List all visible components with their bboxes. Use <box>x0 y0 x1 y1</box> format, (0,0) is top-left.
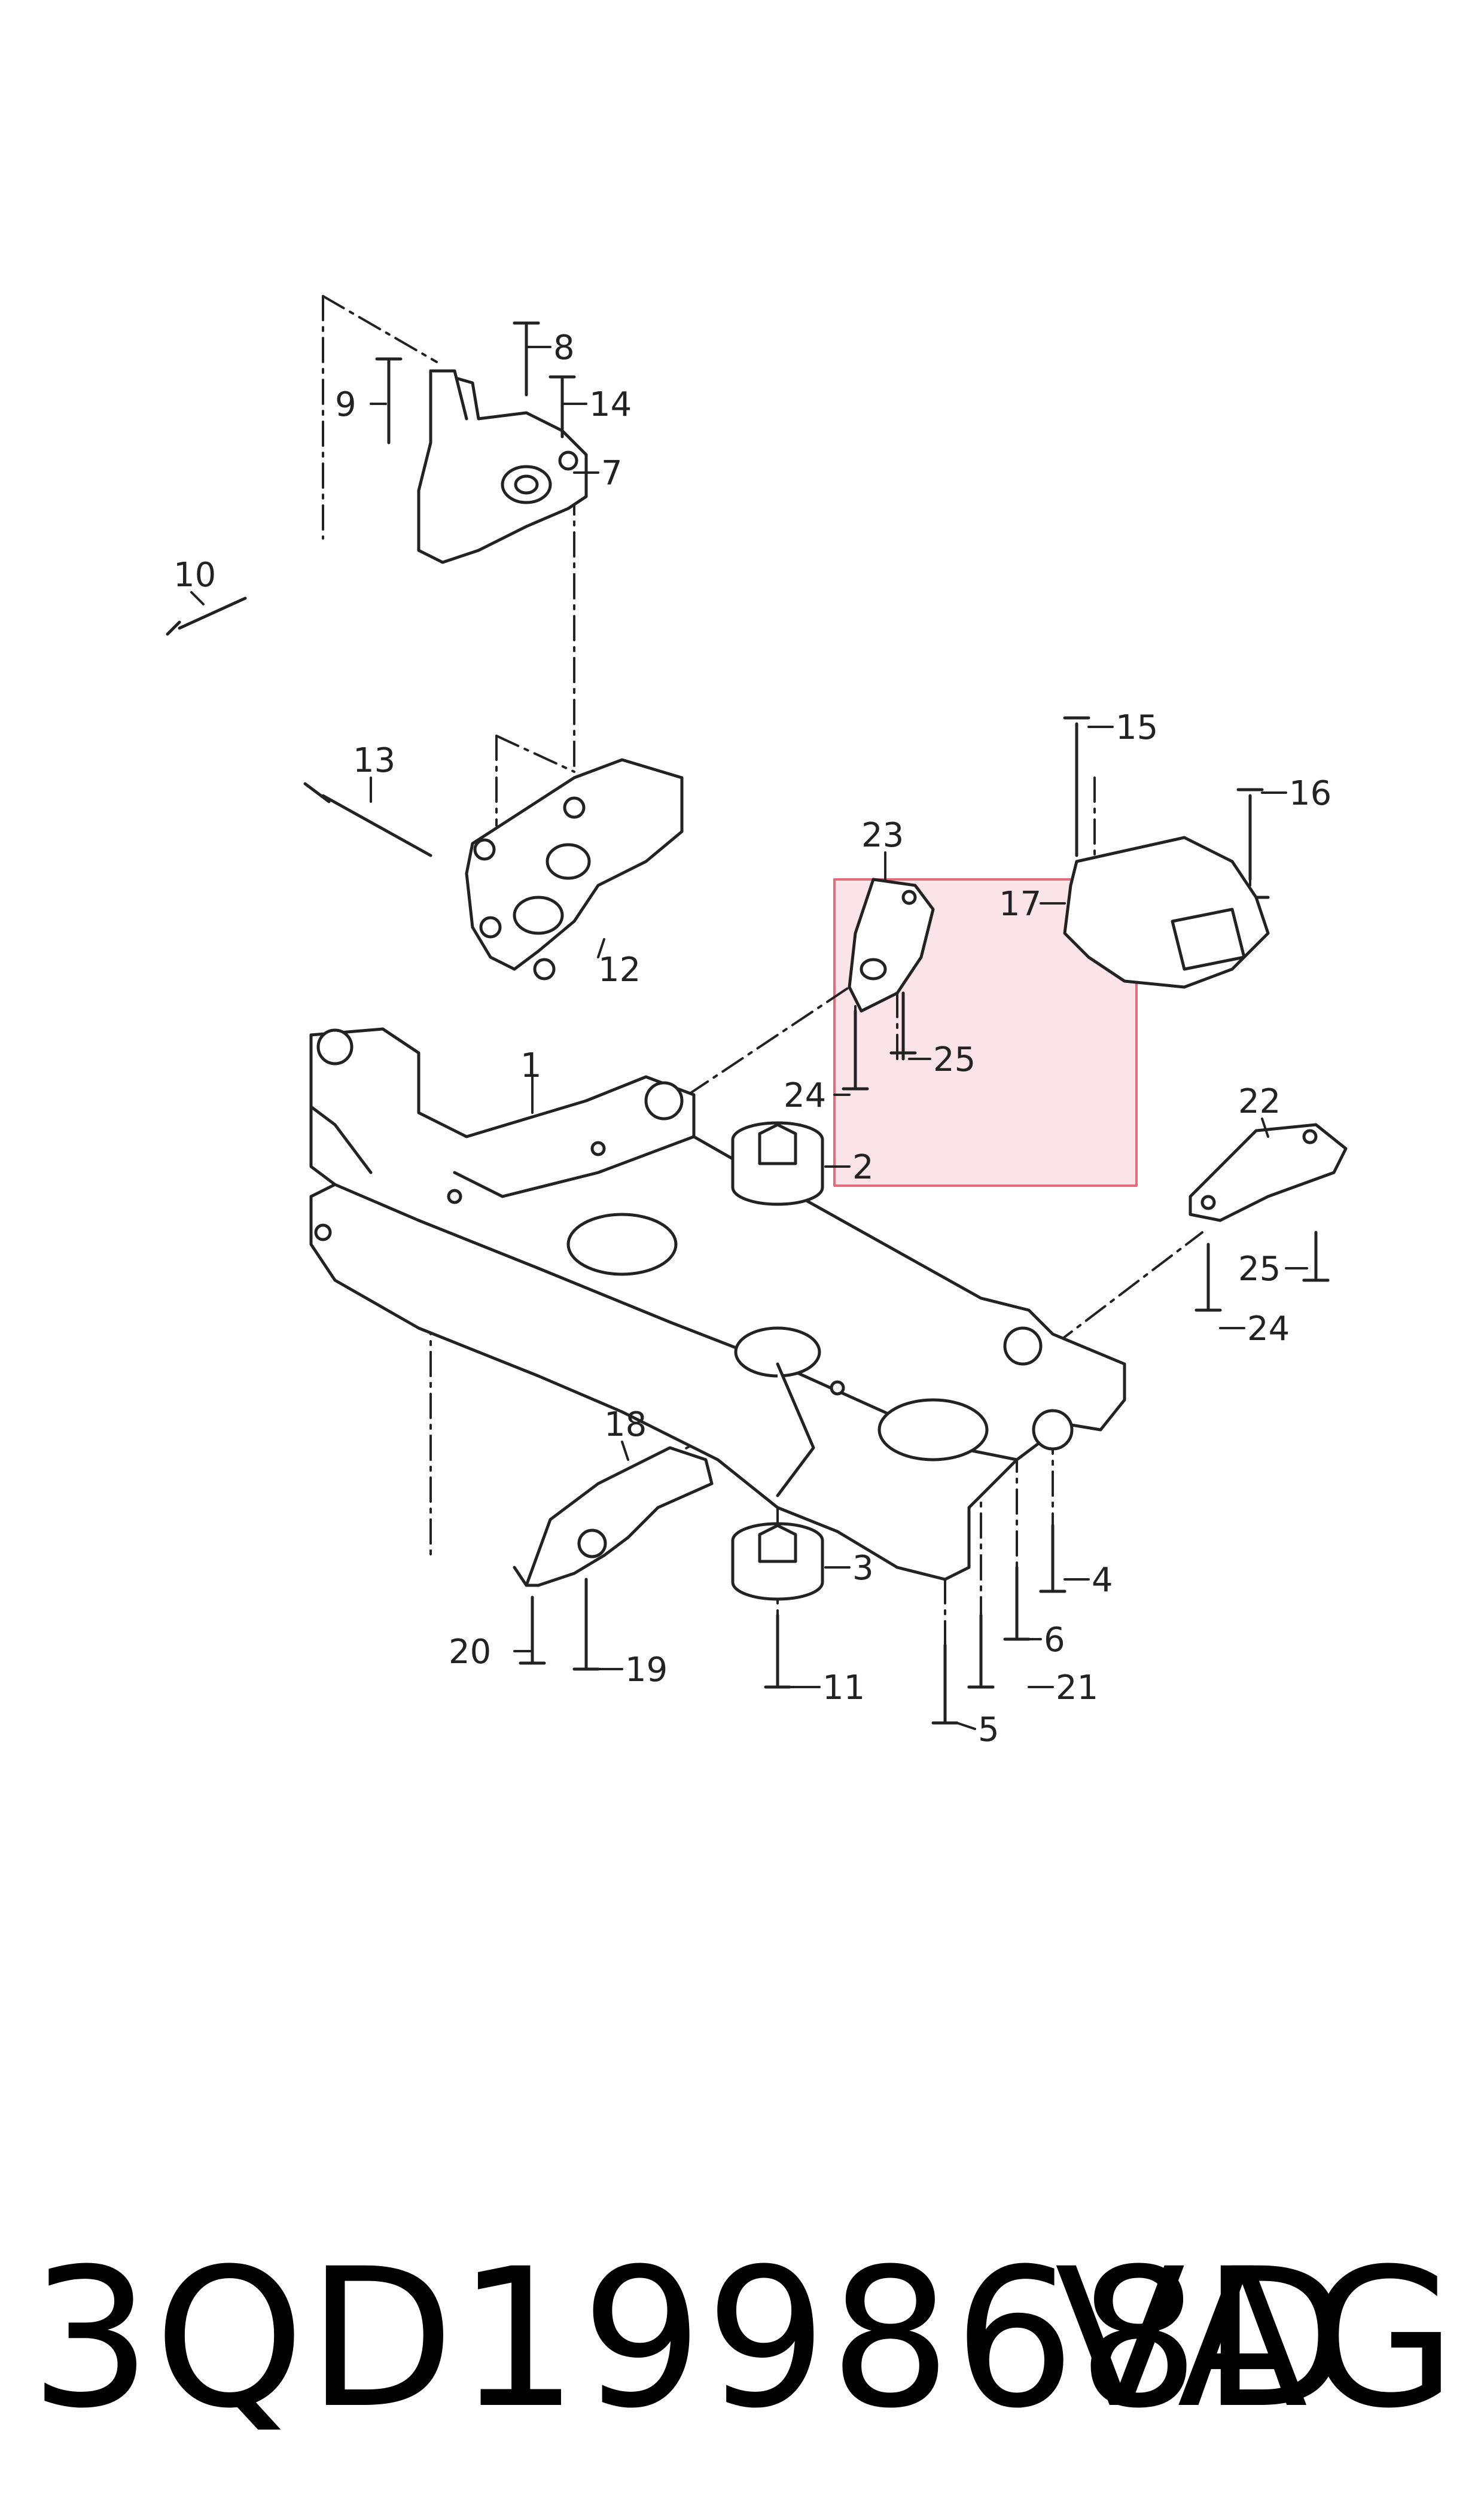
callout-4: 4 <box>1092 1561 1113 1600</box>
callout-15: 15 <box>1116 708 1158 747</box>
bushing-2 <box>731 1121 824 1206</box>
callout-24-lower: 24 <box>1247 1310 1290 1348</box>
bushing-3 <box>731 1522 824 1601</box>
callout-20: 20 <box>449 1633 491 1671</box>
footer: 3QD199868D VAG <box>0 2190 1484 2489</box>
callout-5: 5 <box>978 1710 1000 1749</box>
callout-16: 16 <box>1289 774 1331 813</box>
callout-2: 2 <box>852 1148 874 1187</box>
callout-3: 3 <box>852 1549 874 1588</box>
bracket-22-part <box>1189 1123 1348 1222</box>
bracket-23-part <box>848 878 935 1013</box>
callout-6: 6 <box>1044 1621 1065 1660</box>
callout-19: 19 <box>625 1651 668 1689</box>
callout-12: 12 <box>598 951 641 989</box>
callout-13: 13 <box>353 741 395 780</box>
callout-18: 18 <box>604 1405 647 1444</box>
callout-11: 11 <box>822 1668 865 1707</box>
callout-22: 22 <box>1238 1082 1281 1121</box>
callout-25-lower: 25 <box>1238 1250 1281 1289</box>
callout-14: 14 <box>589 385 632 424</box>
leader-lines <box>190 346 1308 1730</box>
torque-support-part <box>513 1446 714 1587</box>
parts-diagram: 1 2 3 4 5 6 7 8 9 10 11 12 13 14 15 16 1… <box>166 295 1348 1749</box>
bolts <box>166 321 1330 1725</box>
subframe-part <box>309 1027 1126 1581</box>
callout-21: 21 <box>1056 1668 1098 1707</box>
callout-10: 10 <box>173 556 216 595</box>
callout-7: 7 <box>601 454 623 493</box>
callout-24-upper: 24 <box>784 1076 826 1115</box>
transmission-mount-part <box>1063 836 1270 989</box>
callout-9: 9 <box>335 385 356 424</box>
bracket-12-part <box>465 758 684 981</box>
callout-23: 23 <box>861 816 904 855</box>
callout-17: 17 <box>999 885 1041 924</box>
brand-label: VAG <box>1055 2228 1460 2450</box>
part-number: 3QD199868D <box>30 2228 1352 2450</box>
callout-1: 1 <box>520 1046 542 1085</box>
callout-25-upper: 25 <box>933 1040 976 1079</box>
engine-mount-part <box>417 369 588 564</box>
callout-8: 8 <box>553 328 575 367</box>
